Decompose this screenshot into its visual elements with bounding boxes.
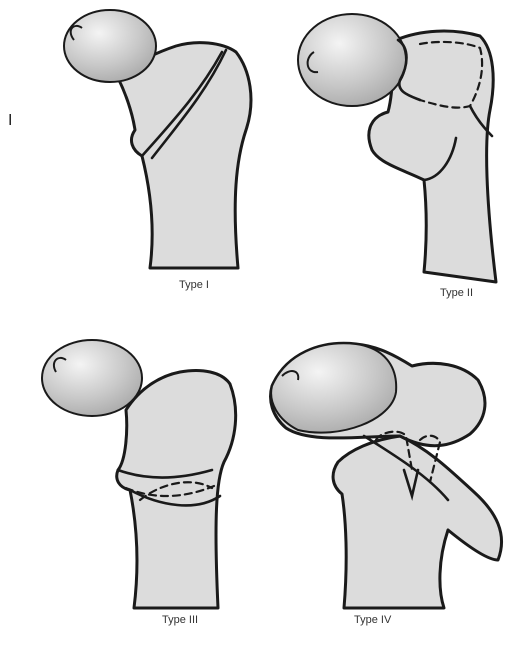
femur-type-4 [271,343,502,608]
femur-type-1-head [64,10,156,82]
caption-type-2: Type II [440,287,473,299]
femur-type-1-body [118,43,251,268]
femur-type-2-head [298,14,406,106]
femur-type-2 [298,14,496,282]
femur-type-3 [42,340,236,608]
femur-type-4-body [333,436,502,608]
caption-type-4: Type IV [354,614,391,626]
femur-type-1 [64,10,251,268]
caption-type-3: Type III [162,614,198,626]
femur-type-3-body [117,371,236,609]
caption-type-1: Type I [179,279,209,291]
femur-type-3-head [42,340,142,416]
